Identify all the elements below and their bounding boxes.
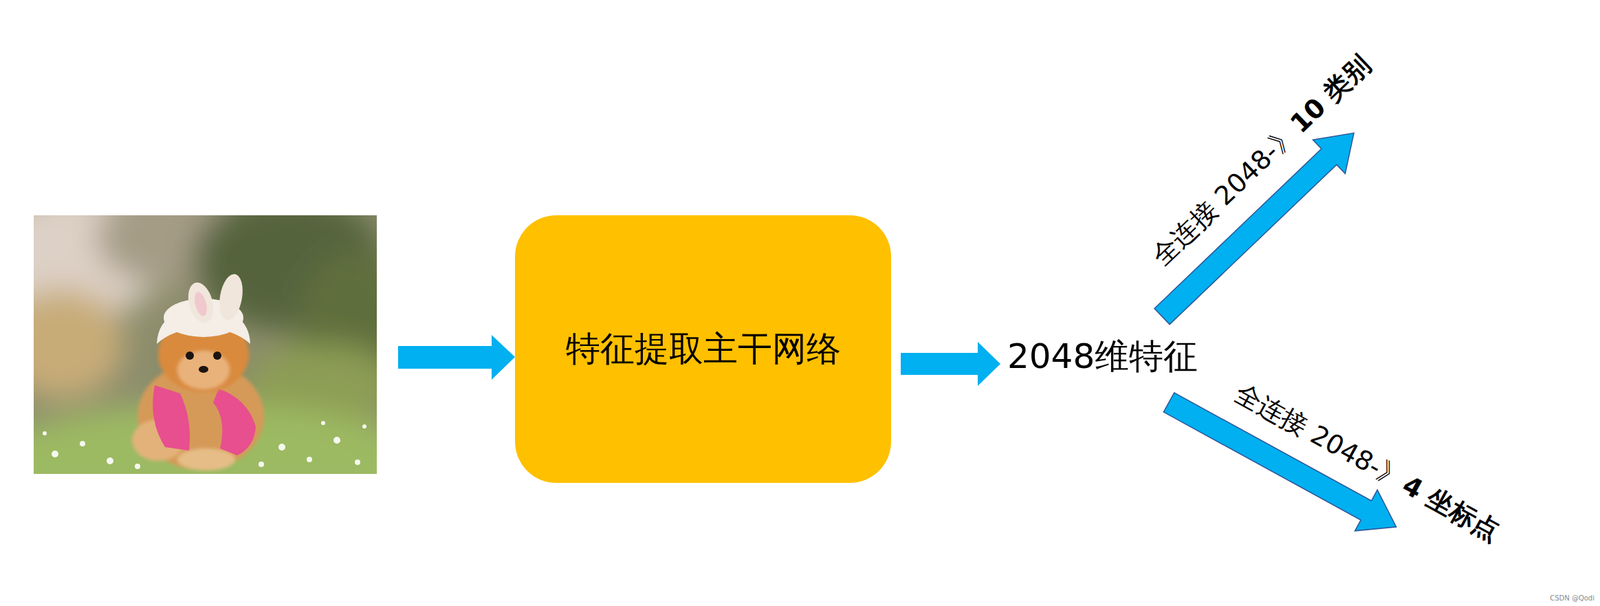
flow-arrow: [1146, 116, 1371, 334]
process-box: 特征提取主干网络: [514, 215, 892, 483]
flow-arrow: [398, 334, 515, 380]
fc-label: 全连接 2048-》: [1229, 376, 1410, 494]
watermark: CSDN @Qodi: [1549, 594, 1595, 602]
output-label: 10 类别: [1284, 48, 1376, 139]
feature-label: 2048维特征: [1007, 333, 1198, 380]
branch-label: 全连接 2048-》4 坐标点: [1228, 375, 1506, 549]
dog-photo: [33, 215, 377, 474]
fc-label: 全连接 2048-》: [1145, 118, 1303, 271]
flow-arrow: [900, 341, 1001, 386]
output-label: 4 坐标点: [1397, 468, 1506, 546]
branch-label: 全连接 2048-》10 类别: [1144, 47, 1378, 273]
box-label: 特征提取主干网络: [565, 325, 841, 372]
